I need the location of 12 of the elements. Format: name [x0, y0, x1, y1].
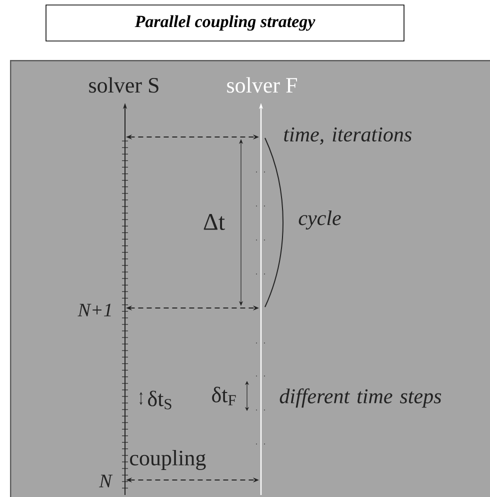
axis-label: N — [98, 474, 113, 488]
title-box: Parallel coupling strategy — [46, 4, 404, 42]
axis-label: Δt — [204, 214, 225, 230]
axis-label: δt$_{F}$ — [212, 386, 236, 406]
axis-label: N+1 — [78, 304, 111, 316]
axis-label: different time steps — [280, 388, 442, 408]
axis-label: time, iterations — [284, 127, 412, 145]
axis-label: solver S — [89, 77, 158, 93]
axis-label: δt$_{S}$ — [148, 390, 172, 410]
axis-label: solver F — [227, 77, 297, 93]
axis-label: coupling — [130, 450, 206, 470]
axis-label: cycle — [298, 210, 341, 230]
